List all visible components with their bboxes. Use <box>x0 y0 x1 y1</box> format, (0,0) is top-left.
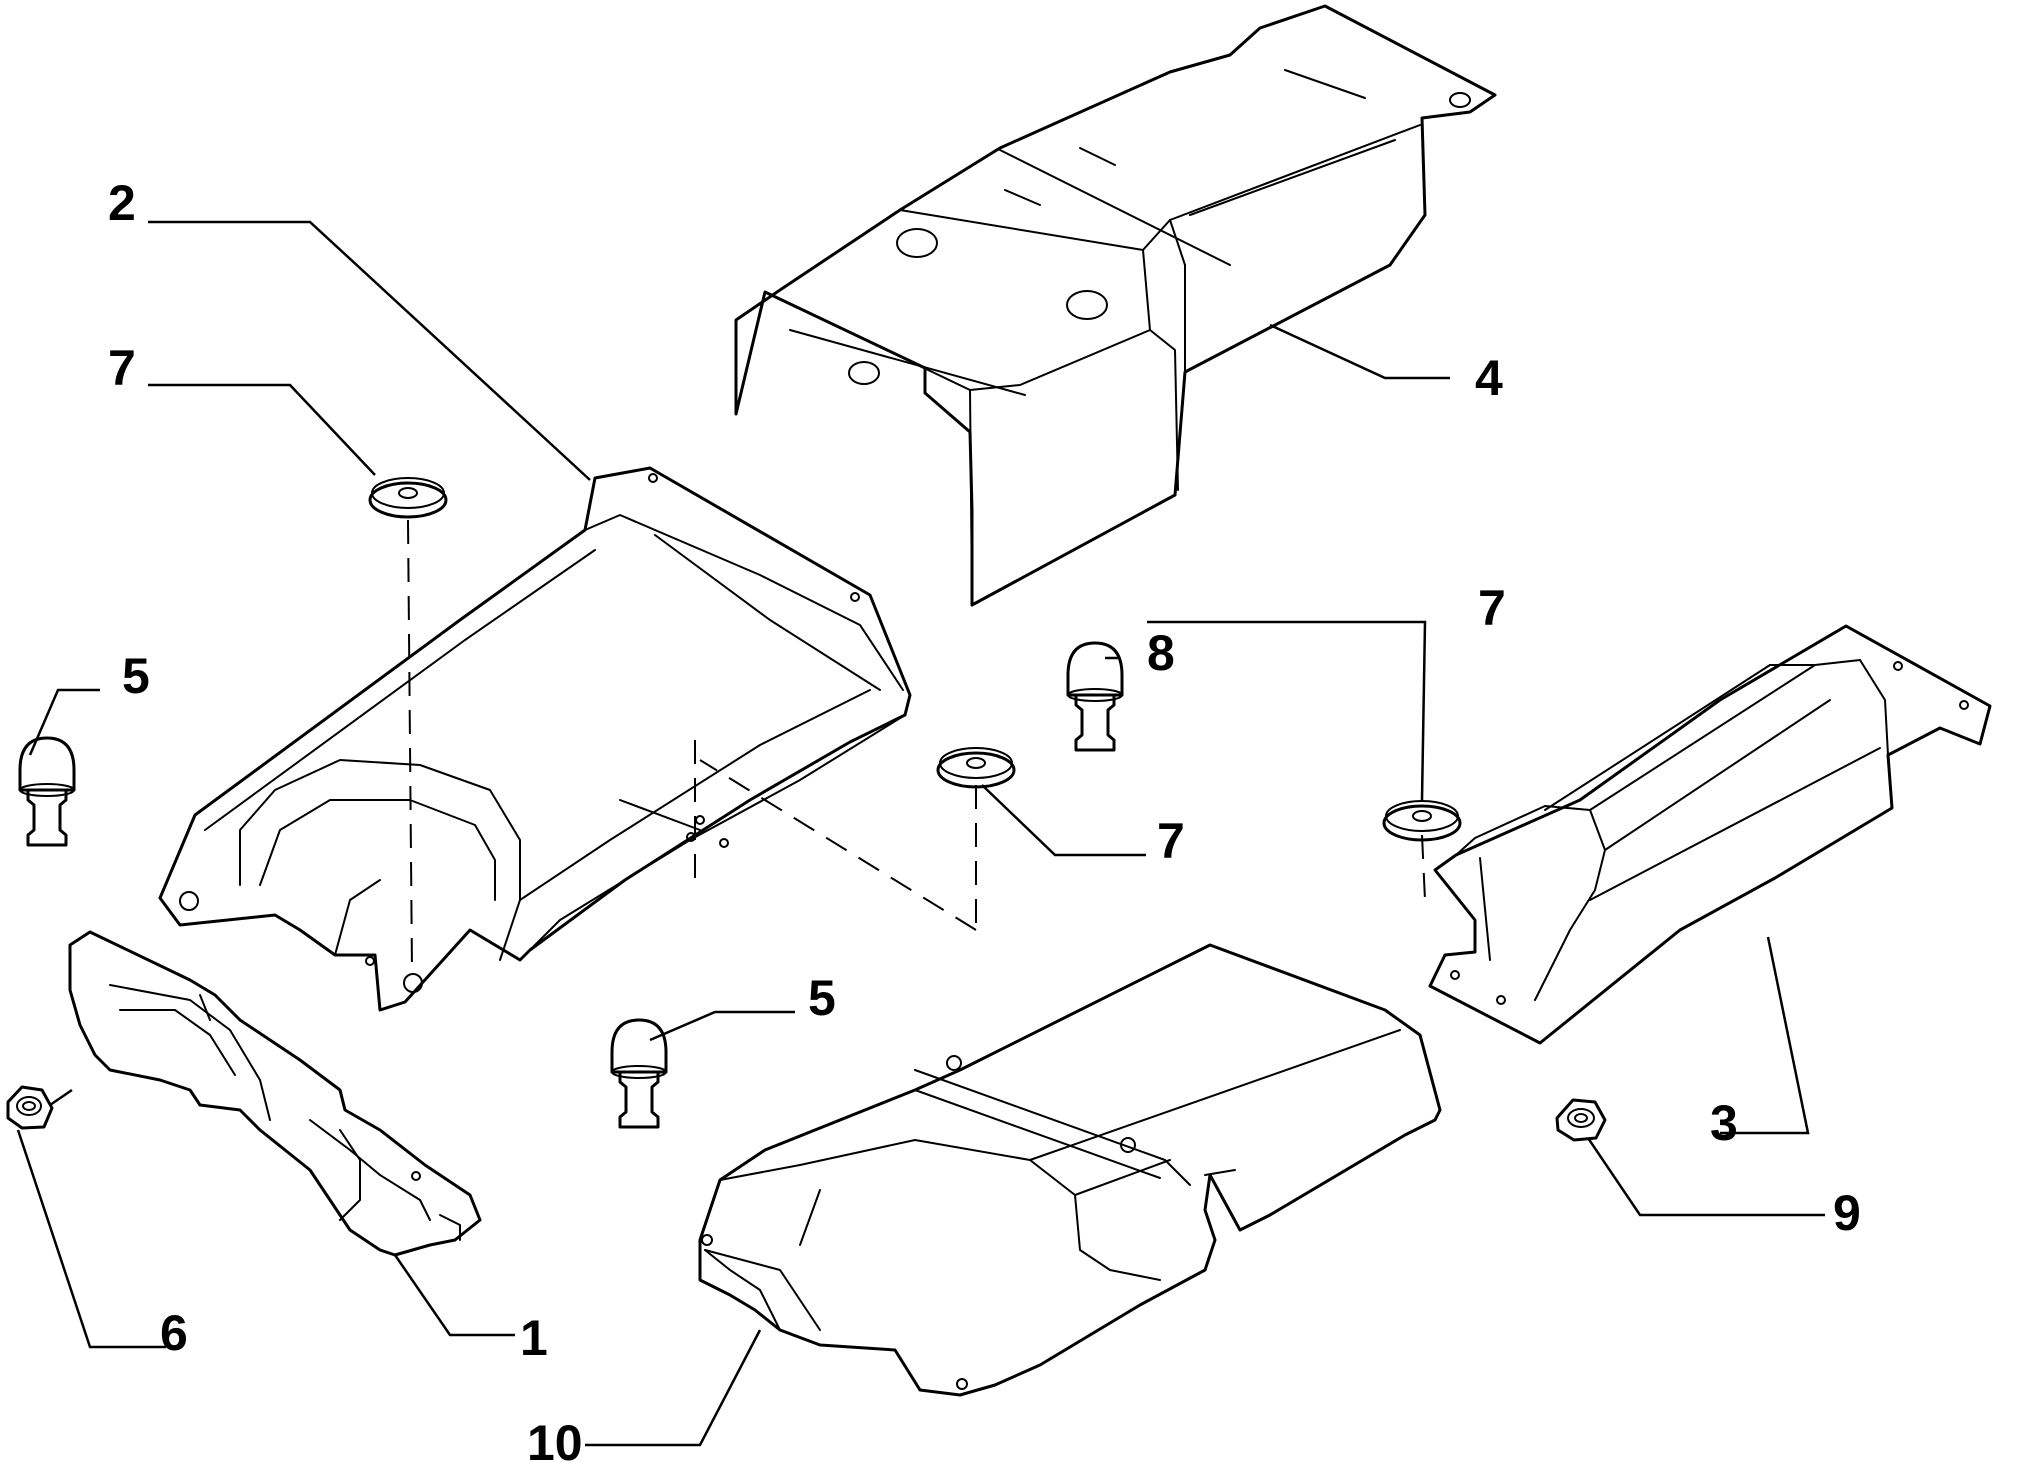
clip-5-center <box>610 1018 668 1129</box>
callout-10: 10 <box>527 1415 583 1462</box>
part-3-heat-shield <box>1428 624 1992 1045</box>
part-1-front-shield <box>68 930 482 1257</box>
callout-7-left: 7 <box>108 340 136 396</box>
callout-7-right: 7 <box>1478 580 1506 636</box>
callout-1: 1 <box>520 1310 548 1366</box>
callout-5-left: 5 <box>122 648 150 704</box>
nut-6 <box>6 1085 54 1130</box>
part-10-heat-shield <box>698 943 1442 1397</box>
callout-labels: 2 7 4 5 8 7 7 5 6 1 3 9 10 <box>108 175 1861 1462</box>
callout-4: 4 <box>1475 350 1503 406</box>
callout-9: 9 <box>1833 1185 1861 1241</box>
part-4-heat-shield <box>734 4 1497 607</box>
callout-3: 3 <box>1710 1095 1738 1151</box>
assembly-dashed-lines <box>407 519 1426 971</box>
washer-7-center <box>936 747 1016 789</box>
callout-6: 6 <box>160 1305 188 1361</box>
callout-7-center: 7 <box>1157 813 1185 869</box>
clip-8 <box>1066 641 1124 752</box>
leader-lines <box>16 220 1825 1447</box>
washer-7-right <box>1382 800 1462 842</box>
part-2-heat-shield <box>158 466 912 1012</box>
clip-5-left <box>18 736 76 847</box>
nut-9 <box>1555 1098 1607 1142</box>
callout-5-center: 5 <box>808 970 836 1026</box>
callout-2: 2 <box>108 175 136 231</box>
washer-7-left <box>368 477 448 519</box>
callout-8: 8 <box>1147 625 1175 681</box>
